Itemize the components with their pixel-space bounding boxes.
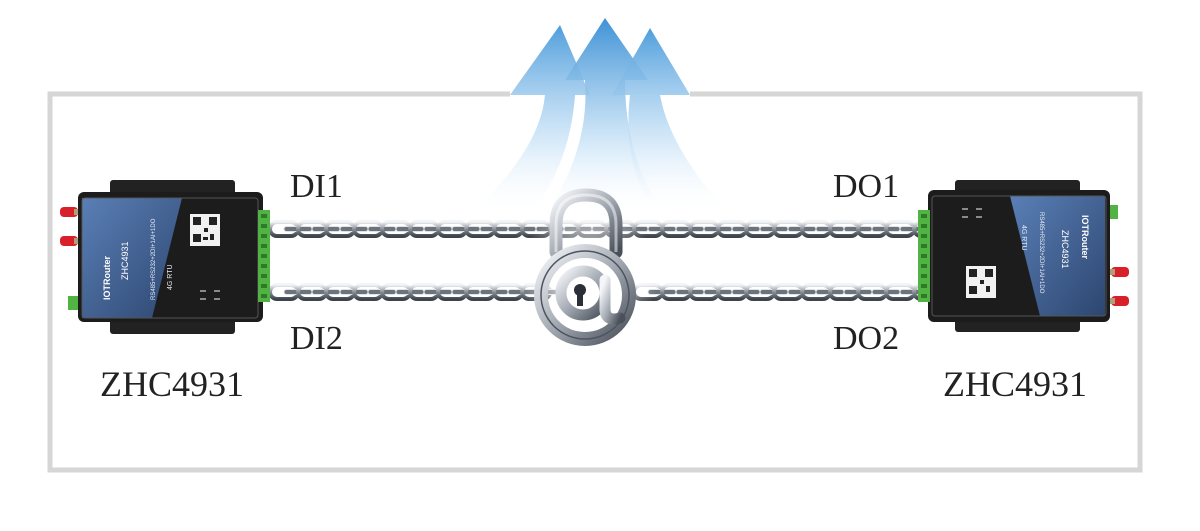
device-left: IOTRouter ZHC4931 RS485+RS232+2DI+1AI+1D… — [60, 180, 270, 334]
label-di1: DI1 — [290, 168, 343, 205]
label-do1: DO1 — [833, 168, 900, 205]
upload-arrows-icon — [470, 18, 730, 215]
device-left-screen-model: ZHC4931 — [120, 241, 130, 280]
device-right-brand: IOTRouter — [1080, 215, 1090, 259]
antenna-right-1 — [1107, 267, 1129, 277]
device-right-net: 4G RTU — [1020, 225, 1027, 251]
antenna-right-2 — [1107, 296, 1129, 306]
terminal-block-right — [918, 210, 930, 302]
device-right: IOTRouter ZHC4931 RS485+RS232+2DI+1AI+1D… — [918, 180, 1129, 332]
label-di2: DI2 — [290, 320, 343, 357]
device-left-model-label: ZHC4931 — [100, 364, 244, 404]
label-do2: DO2 — [833, 320, 900, 357]
device-left-net: 4G RTU — [167, 264, 174, 290]
frame — [47, 91, 1143, 473]
at-sign-icon — [534, 244, 636, 346]
terminal-block-left — [258, 210, 270, 302]
device-right-spec: RS485+RS232+2DI+1AI+1DO — [1038, 212, 1044, 294]
device-left-spec: RS485+RS232+2DI+1AI+1DO — [151, 218, 157, 300]
device-right-model-label: ZHC4931 — [943, 364, 1087, 404]
device-right-screen-model: ZHC4931 — [1060, 230, 1070, 269]
device-left-brand: IOTRouter — [102, 256, 112, 300]
